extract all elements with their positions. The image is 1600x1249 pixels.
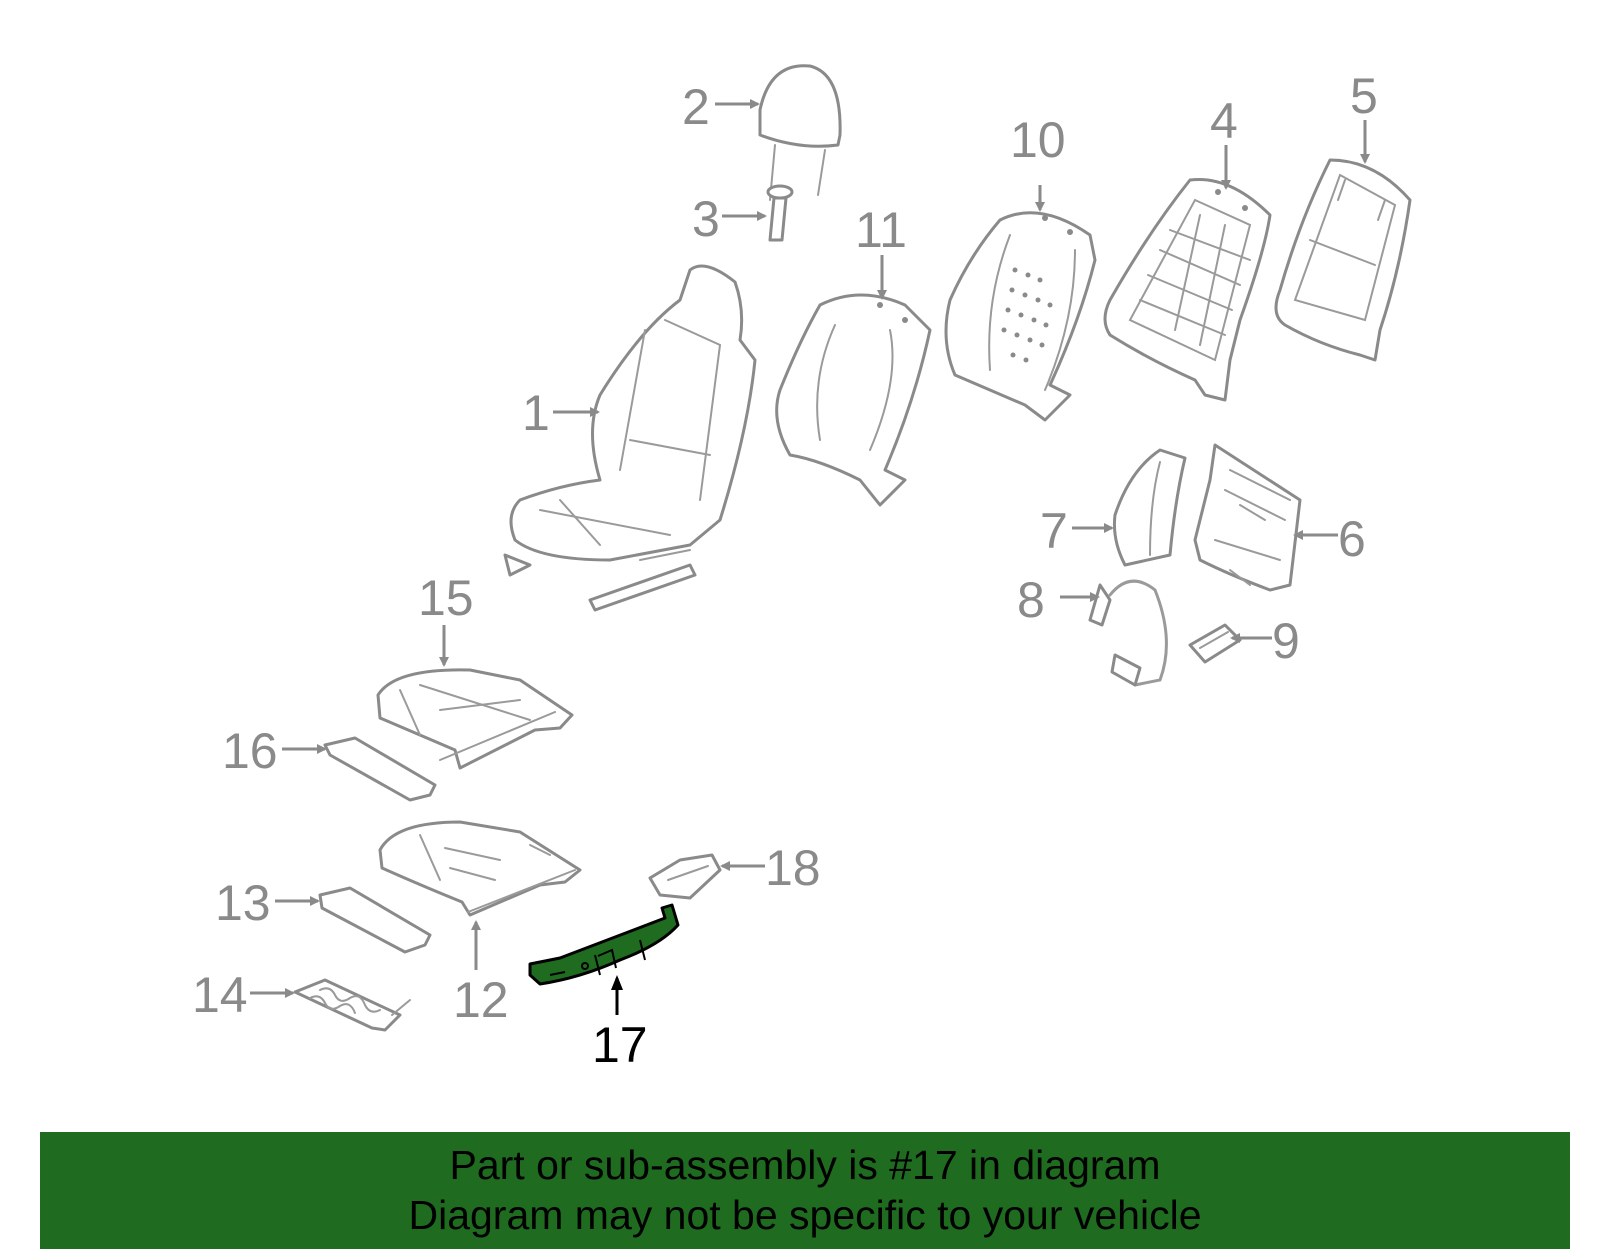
callout-12: 12 [453,972,509,1028]
part-9-module [1188,623,1242,664]
callout-labels: 1 2 3 4 5 6 7 8 9 10 11 12 13 14 15 16 1… [192,68,1378,1073]
callout-2: 2 [682,79,710,135]
callout-13: 13 [215,875,271,931]
seat-parts-diagram: 1 2 3 4 5 6 7 8 9 10 11 12 13 14 15 16 1… [192,64,1412,1073]
callout-4: 4 [1210,93,1238,149]
part-12-seat-cushion [378,820,582,917]
callout-10: 10 [1010,112,1066,168]
part-17-trim-panel-highlighted [528,903,680,986]
callout-11: 11 [855,202,907,258]
leader-lines [250,99,1370,1015]
callout-16: 16 [222,723,278,779]
part-4-backrest-frame [1103,177,1272,402]
banner-line-1: Part or sub-assembly is #17 in diagram [449,1142,1161,1188]
callout-8: 8 [1017,572,1045,628]
callout-5: 5 [1350,68,1378,124]
callout-6: 6 [1338,511,1366,567]
part-1-seat-assembly [503,264,757,612]
callout-3: 3 [692,191,720,247]
callout-7: 7 [1040,503,1068,559]
leader-17-arrowhead [611,975,623,990]
callout-18: 18 [765,840,821,896]
part-11-backrest-cover [775,293,932,507]
callout-17: 17 [592,1017,648,1073]
part-3-guide-sleeve [766,184,794,242]
part-5-backrest-panel [1274,158,1412,362]
part-6-lumbar-support [1193,443,1302,592]
info-banner: Part or sub-assembly is #17 in diagram D… [40,1132,1570,1249]
part-2-headrest [758,64,842,201]
callout-9: 9 [1272,613,1300,669]
part-16-cushion-pad [323,736,437,802]
part-14-seat-heater [293,978,411,1032]
part-8-wiring-harness [1088,579,1168,687]
callout-1: 1 [522,385,550,441]
part-7-side-panel [1113,448,1187,567]
callout-14: 14 [192,967,248,1023]
banner-line-2: Diagram may not be specific to your vehi… [408,1192,1202,1238]
part-18-trim-cover [648,853,722,900]
callout-15: 15 [418,570,474,626]
part-15-cushion-cover [376,668,574,770]
part-10-backrest-pad [944,211,1097,422]
part-13-cushion-pad [318,886,432,954]
